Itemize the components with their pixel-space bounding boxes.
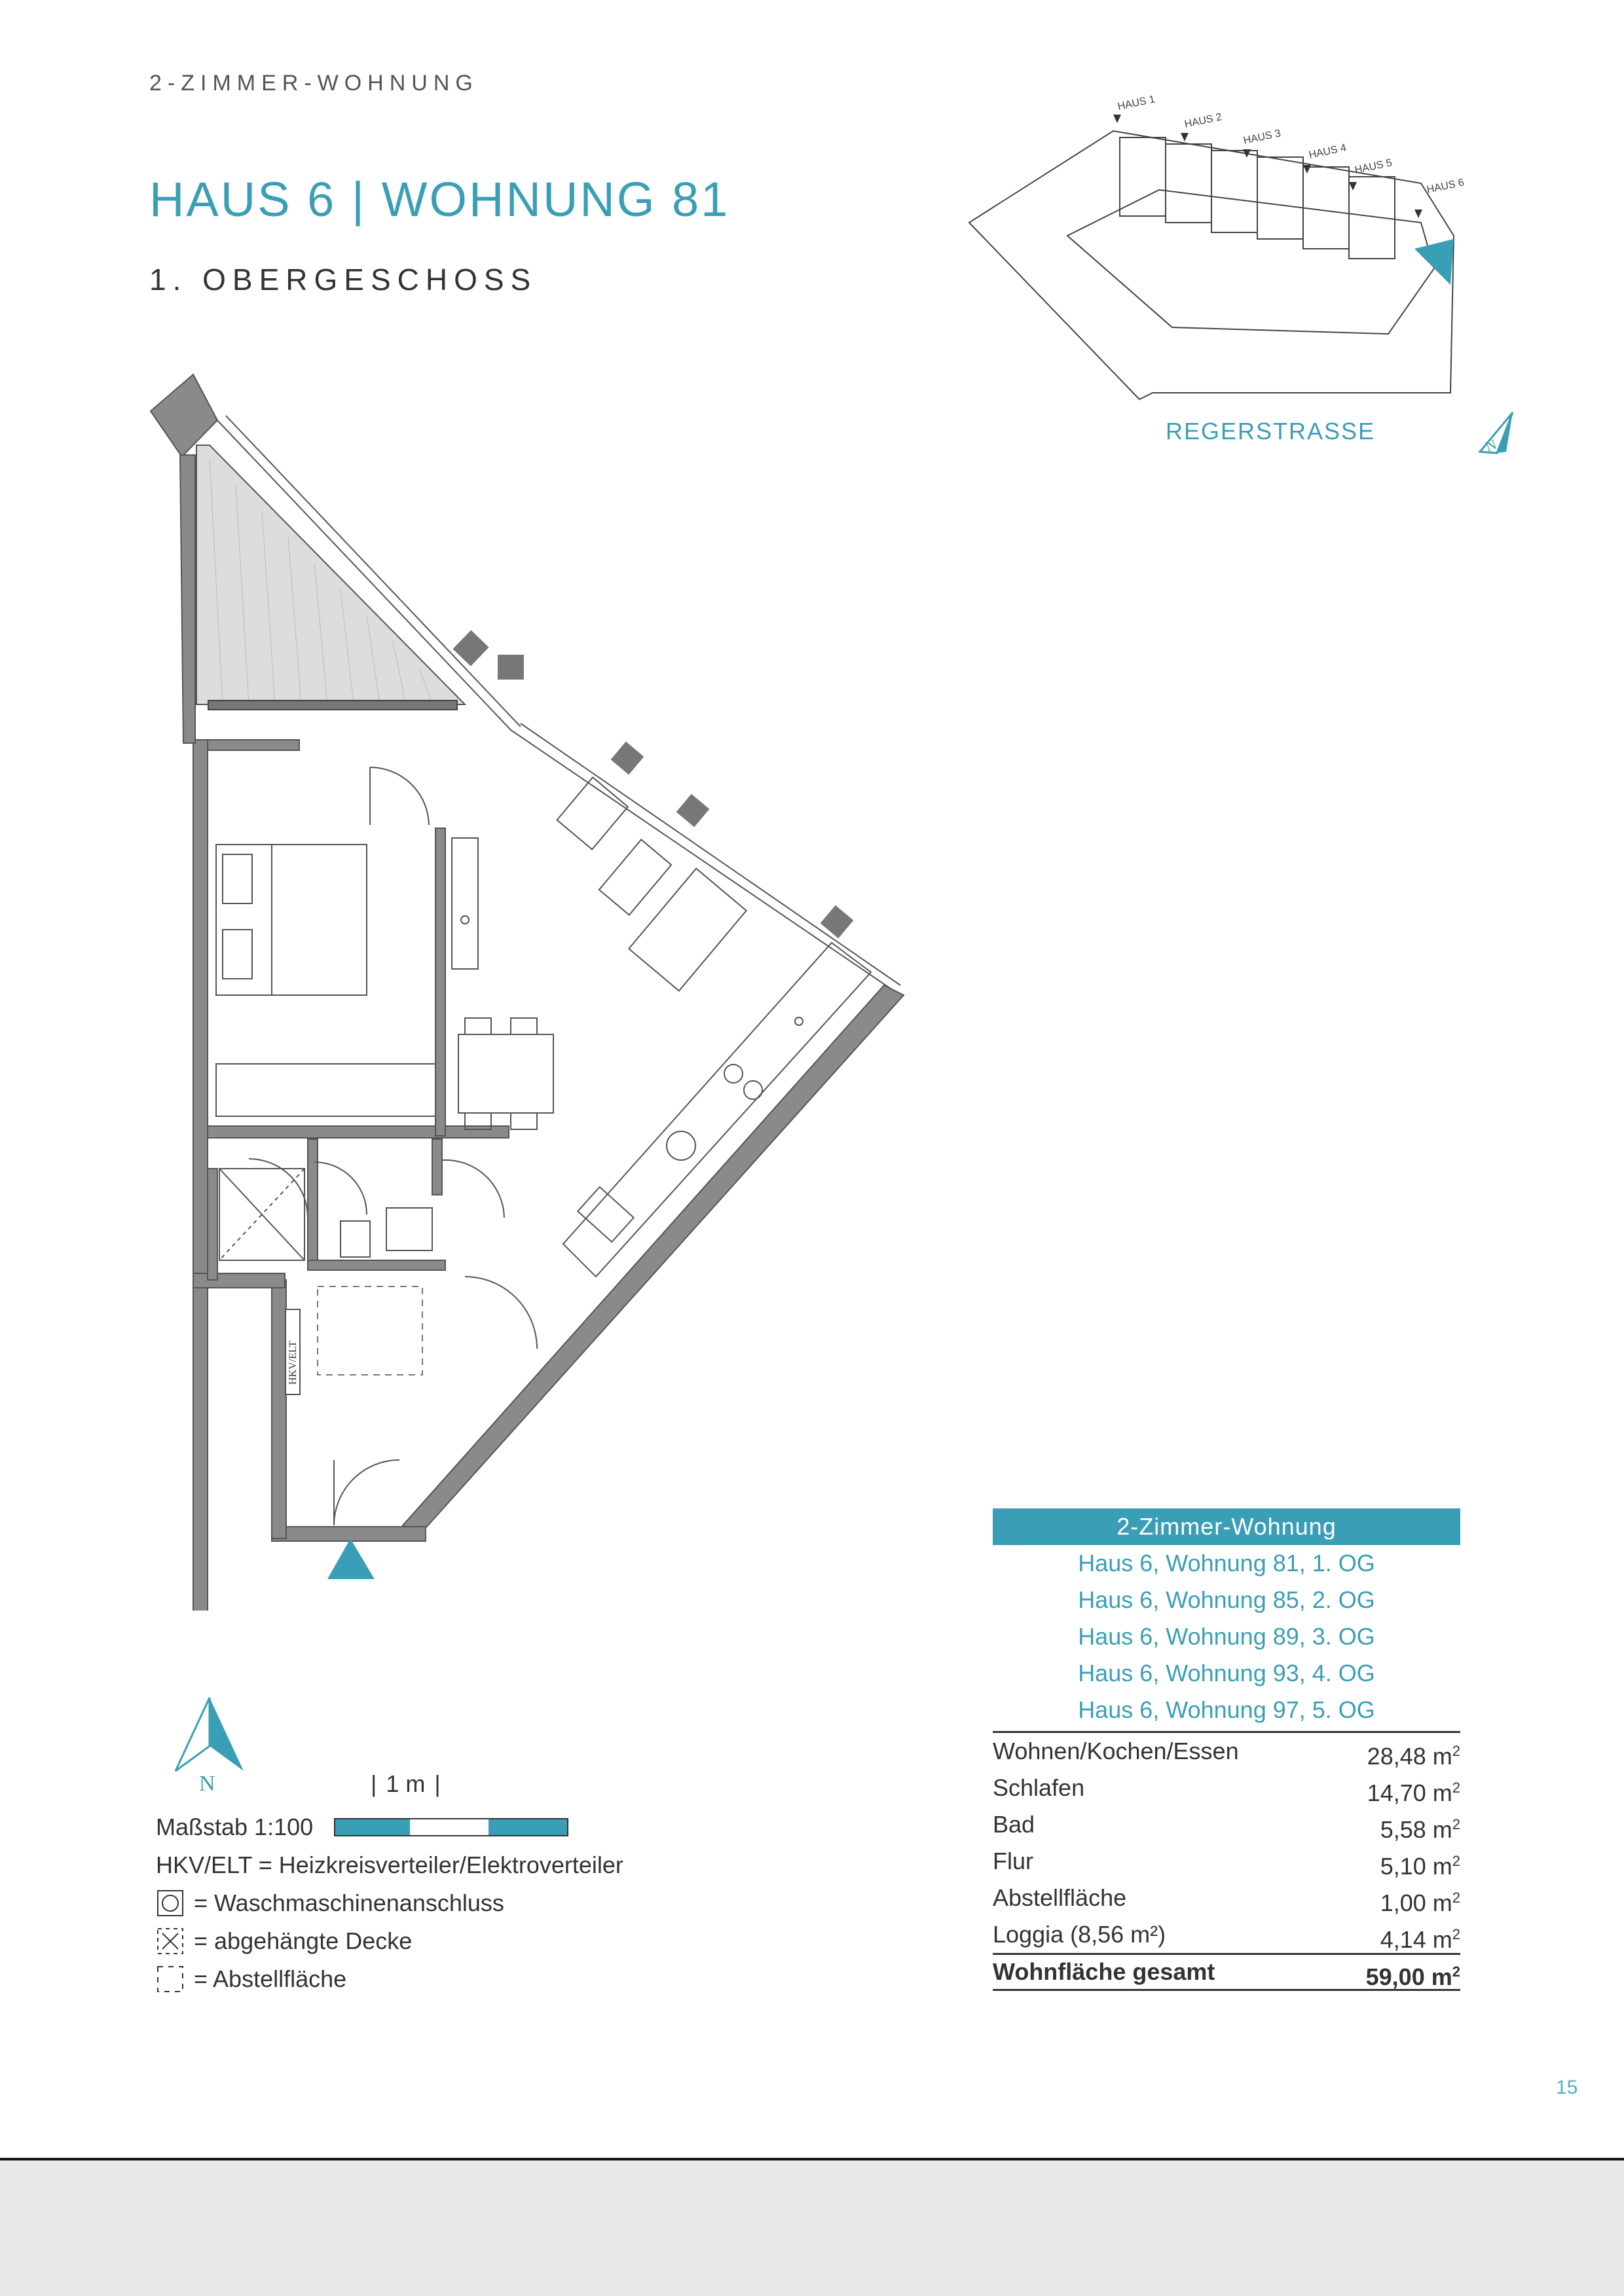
- unit-item: Haus 6, Wohnung 97, 5. OG: [1078, 1696, 1375, 1723]
- table-heading: 2-Zimmer-Wohnung: [993, 1508, 1460, 1545]
- site-plan: HAUS 1 HAUS 2 HAUS 3 HAUS 4 HAUS 5 HAUS …: [968, 94, 1514, 455]
- street-label: REGERSTRASSE: [1166, 418, 1376, 445]
- haus-6-label: HAUS 6: [1426, 177, 1465, 196]
- north-arrow-icon: N: [174, 1697, 244, 1796]
- legend-scale: Maßstab 1:100: [156, 1808, 811, 1846]
- room-name: Flur: [993, 1848, 1033, 1874]
- unit-item: Haus 6, Wohnung 85, 2. OG: [1078, 1586, 1375, 1613]
- total-area: 59,00 m2: [1365, 1963, 1460, 1990]
- unit-list: Haus 6, Wohnung 81, 1. OG Haus 6, Wohnun…: [993, 1545, 1460, 1728]
- room-area: 28,48 m2: [1367, 1743, 1460, 1770]
- scan-background: [0, 2160, 1624, 2296]
- table-row: Abstellfläche 1,00 m2: [993, 1880, 1460, 1916]
- corner-pillar: [149, 373, 219, 458]
- haus-4-label: HAUS 4: [1308, 142, 1347, 161]
- scale-bar: [334, 1818, 569, 1836]
- room-area: 5,58 m2: [1380, 1816, 1460, 1843]
- room-name: Bad: [993, 1811, 1035, 1838]
- loggia: [196, 445, 467, 705]
- room-area: 4,14 m2: [1380, 1926, 1460, 1953]
- room-list: Wohnen/Kochen/Essen 28,48 m2 Schlafen 14…: [993, 1731, 1460, 1991]
- unit-item: Haus 6, Wohnung 81, 1. OG: [1078, 1550, 1375, 1576]
- table-row: Loggia (8,56 m²) 4,14 m2: [993, 1916, 1460, 1953]
- floor-label: 1. OBERGESCHOSS: [149, 263, 538, 297]
- diagonal-wall: [401, 984, 905, 1537]
- entrance-arrow-icon: [327, 1539, 375, 1579]
- scale-unit-label: 1 m: [386, 1770, 426, 1797]
- storage-label: = Abstellfläche: [194, 1965, 347, 1992]
- total-label: Wohnfläche gesamt: [993, 1958, 1215, 1985]
- haus6-highlight: [1414, 239, 1454, 285]
- legend-storage: = Abstellfläche: [156, 1960, 811, 1998]
- north-label: N: [199, 1772, 215, 1796]
- page-number: 15: [1556, 2077, 1578, 2098]
- haus-5-label: HAUS 5: [1354, 157, 1393, 176]
- ceiling-label: = abgehängte Decke: [194, 1927, 413, 1954]
- area-summary-table: 2-Zimmer-Wohnung Haus 6, Wohnung 81, 1. …: [993, 1508, 1460, 1991]
- table-row: Schlafen 14,70 m2: [993, 1770, 1460, 1806]
- left-wall: [193, 739, 208, 1611]
- floor-plan: HKV/ELT: [149, 373, 905, 1611]
- legend: Maßstab 1:100 HKV/ELT = Heizkreisverteil…: [156, 1808, 811, 1998]
- unit-item: Haus 6, Wohnung 93, 4. OG: [1078, 1660, 1375, 1686]
- scale-unit: |1 m|: [371, 1770, 441, 1797]
- room-name: Loggia (8,56 m²): [993, 1921, 1166, 1948]
- page-title: HAUS 6 | WOHNUNG 81: [149, 172, 730, 227]
- hkv-label: HKV/ELT = Heizkreisverteiler/Elektrovert…: [156, 1851, 623, 1878]
- washer-label: = Waschmaschinenanschluss: [194, 1889, 504, 1916]
- haus-3-label: HAUS 3: [1242, 128, 1282, 147]
- haus-1-label: HAUS 1: [1116, 94, 1156, 113]
- document-kicker: 2-ZIMMER-WOHNUNG: [149, 71, 479, 96]
- room-area: 1,00 m2: [1380, 1889, 1460, 1916]
- haus-2-label: HAUS 2: [1183, 111, 1223, 130]
- room-area: 14,70 m2: [1367, 1779, 1460, 1806]
- room-name: Wohnen/Kochen/Essen: [993, 1738, 1239, 1764]
- hkv-elt-label: HKV/ELT: [287, 1341, 299, 1385]
- legend-ceiling: = abgehängte Decke: [156, 1922, 811, 1960]
- room-area: 5,10 m2: [1380, 1853, 1460, 1880]
- washer-icon: [157, 1890, 183, 1916]
- table-row: Bad 5,58 m2: [993, 1806, 1460, 1843]
- suspended-ceiling-icon: [157, 1928, 183, 1954]
- storage-area-icon: [157, 1966, 183, 1992]
- legend-washer: = Waschmaschinenanschluss: [156, 1884, 811, 1922]
- legend-hkv: HKV/ELT = Heizkreisverteiler/Elektrovert…: [156, 1846, 811, 1884]
- unit-item: Haus 6, Wohnung 89, 3. OG: [1078, 1623, 1375, 1650]
- table-row: Flur 5,10 m2: [993, 1843, 1460, 1880]
- hkv-elt-cabinet: [285, 1309, 301, 1395]
- room-name: Schlafen: [993, 1774, 1085, 1801]
- total-row: Wohnfläche gesamt 59,00 m2: [993, 1953, 1460, 1991]
- scale-label: Maßstab 1:100: [156, 1813, 314, 1840]
- room-name: Abstellfläche: [993, 1884, 1127, 1911]
- table-row: Wohnen/Kochen/Essen 28,48 m2: [993, 1733, 1460, 1770]
- loggia-railing: [208, 700, 458, 710]
